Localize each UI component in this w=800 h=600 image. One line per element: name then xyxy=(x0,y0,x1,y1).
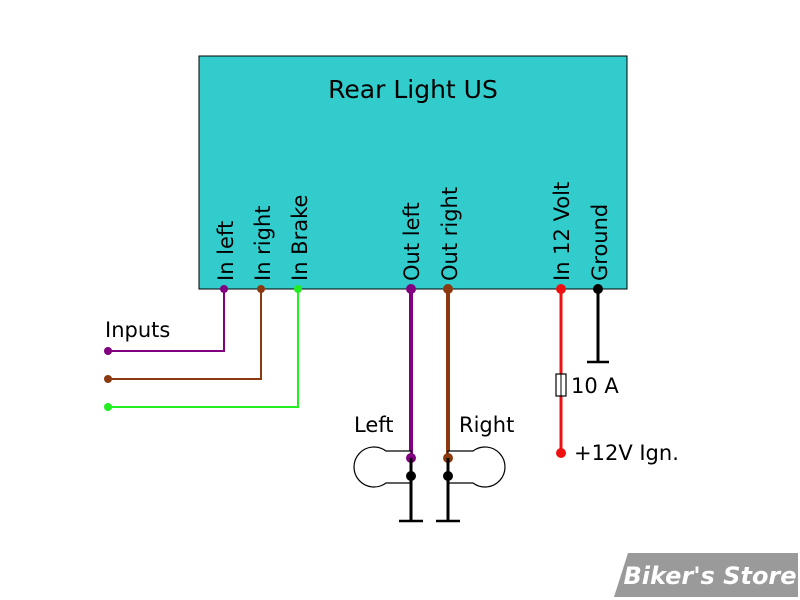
left-lamp-label: Left xyxy=(354,413,394,437)
pin-label-in-left: In left xyxy=(214,221,238,281)
supply-label: +12V Ign. xyxy=(574,441,679,465)
wire-in-left xyxy=(108,289,225,352)
right-lamp-label: Right xyxy=(459,413,514,437)
right-bulb-icon xyxy=(436,446,506,523)
pin-dot-in-left xyxy=(220,285,228,293)
pin-label-in-brake: In Brake xyxy=(288,195,312,281)
pin-dot-in-12-volt xyxy=(556,284,566,294)
wire-in-right xyxy=(108,289,262,380)
supply-end-dot xyxy=(556,448,566,458)
pin-dot-ground xyxy=(593,284,603,294)
rear-light-module xyxy=(198,55,628,290)
pin-label-out-right: Out right xyxy=(438,187,462,281)
bikers-store-logo: Biker's Store xyxy=(614,553,798,597)
pin-label-out-left: Out left xyxy=(400,202,424,281)
fuse-label: 10 A xyxy=(571,374,619,398)
input-end-brake xyxy=(104,403,112,411)
pin-dot-out-right xyxy=(443,284,453,294)
input-end-left xyxy=(104,347,112,355)
input-end-right xyxy=(104,375,112,383)
pin-label-ground: Ground xyxy=(588,204,612,281)
pin-dot-out-left xyxy=(406,284,416,294)
module-title: Rear Light US xyxy=(328,75,498,104)
pin-dot-in-right xyxy=(257,285,265,293)
pin-dot-in-brake xyxy=(294,285,302,293)
inputs-label: Inputs xyxy=(105,318,170,342)
pin-label-in-12-volt: In 12 Volt xyxy=(550,182,574,281)
watermark-text: Biker's Store xyxy=(623,562,796,590)
wire-in-brake xyxy=(108,289,299,408)
pin-label-in-right: In right xyxy=(251,205,275,281)
left-bulb-icon xyxy=(353,446,423,523)
